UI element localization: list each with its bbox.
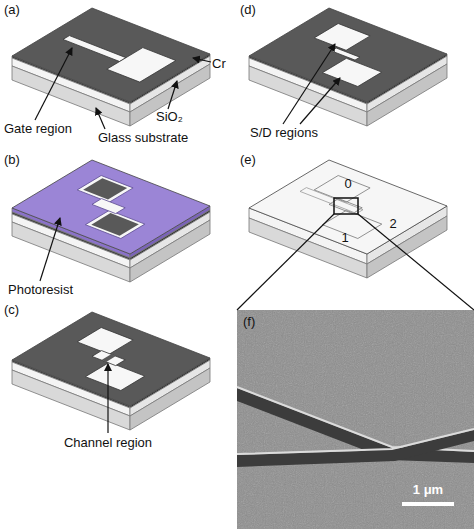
zoom-marks xyxy=(237,198,474,310)
gate-opening xyxy=(63,36,126,62)
part-label: Channel region xyxy=(64,436,152,450)
callout-number: 0 xyxy=(344,177,351,191)
top-face xyxy=(12,160,210,254)
part-label: Photoresist xyxy=(8,283,73,297)
sem-ridge xyxy=(237,430,474,467)
opening-pad xyxy=(314,24,370,51)
sem-noise xyxy=(237,310,474,529)
opening-pad xyxy=(85,362,144,390)
callout-number: 1 xyxy=(341,231,348,245)
leader-arrow xyxy=(193,58,211,62)
opening-pad xyxy=(77,328,133,355)
top-face xyxy=(12,312,210,406)
top-face xyxy=(249,160,447,254)
opening-channel xyxy=(92,351,125,366)
callout-number: 2 xyxy=(389,217,396,231)
leader-arrow xyxy=(168,81,177,109)
zoom-line xyxy=(237,214,334,310)
gate-opening xyxy=(107,48,176,83)
opening-channel xyxy=(329,199,362,214)
opening-pad xyxy=(77,176,133,203)
trench-outline xyxy=(300,188,363,214)
sem-image xyxy=(237,310,474,529)
leader-arrow xyxy=(96,108,105,129)
panel-letter: (e) xyxy=(240,153,256,167)
part-label: Gate region xyxy=(4,122,72,136)
leader-arrow xyxy=(40,218,60,281)
scale-bar xyxy=(402,502,454,506)
opening-channel xyxy=(331,48,359,60)
leader-arrows xyxy=(35,44,340,433)
panel-letter: (b) xyxy=(4,153,20,167)
panel-letter: (c) xyxy=(4,303,19,317)
panel-letter: (f) xyxy=(243,315,255,329)
leader-arrow xyxy=(35,48,72,120)
part-label: Cr xyxy=(212,57,226,71)
leader-arrow xyxy=(283,44,335,124)
panel-letter: (a) xyxy=(4,3,20,17)
cr-pad xyxy=(91,213,139,236)
sem-ridge-edge xyxy=(237,429,474,454)
opening-channel xyxy=(92,199,125,214)
sem-background xyxy=(237,310,474,529)
part-label: Glass substrate xyxy=(98,131,188,145)
cr-pad xyxy=(83,178,127,199)
opening-pad xyxy=(85,210,144,238)
opening-pad xyxy=(322,58,381,86)
top-face xyxy=(12,8,210,102)
scale-label: 1 μm xyxy=(413,483,443,497)
channel-strip xyxy=(102,354,116,362)
leader-arrow xyxy=(107,364,108,433)
panel-letter: (d) xyxy=(240,3,256,17)
part-label: SiO₂ xyxy=(156,110,183,124)
top-face xyxy=(249,8,447,102)
zoom-line xyxy=(358,214,474,310)
zoom-box xyxy=(334,198,358,214)
part-label: S/D regions xyxy=(250,126,318,140)
leader-arrow xyxy=(300,78,340,124)
